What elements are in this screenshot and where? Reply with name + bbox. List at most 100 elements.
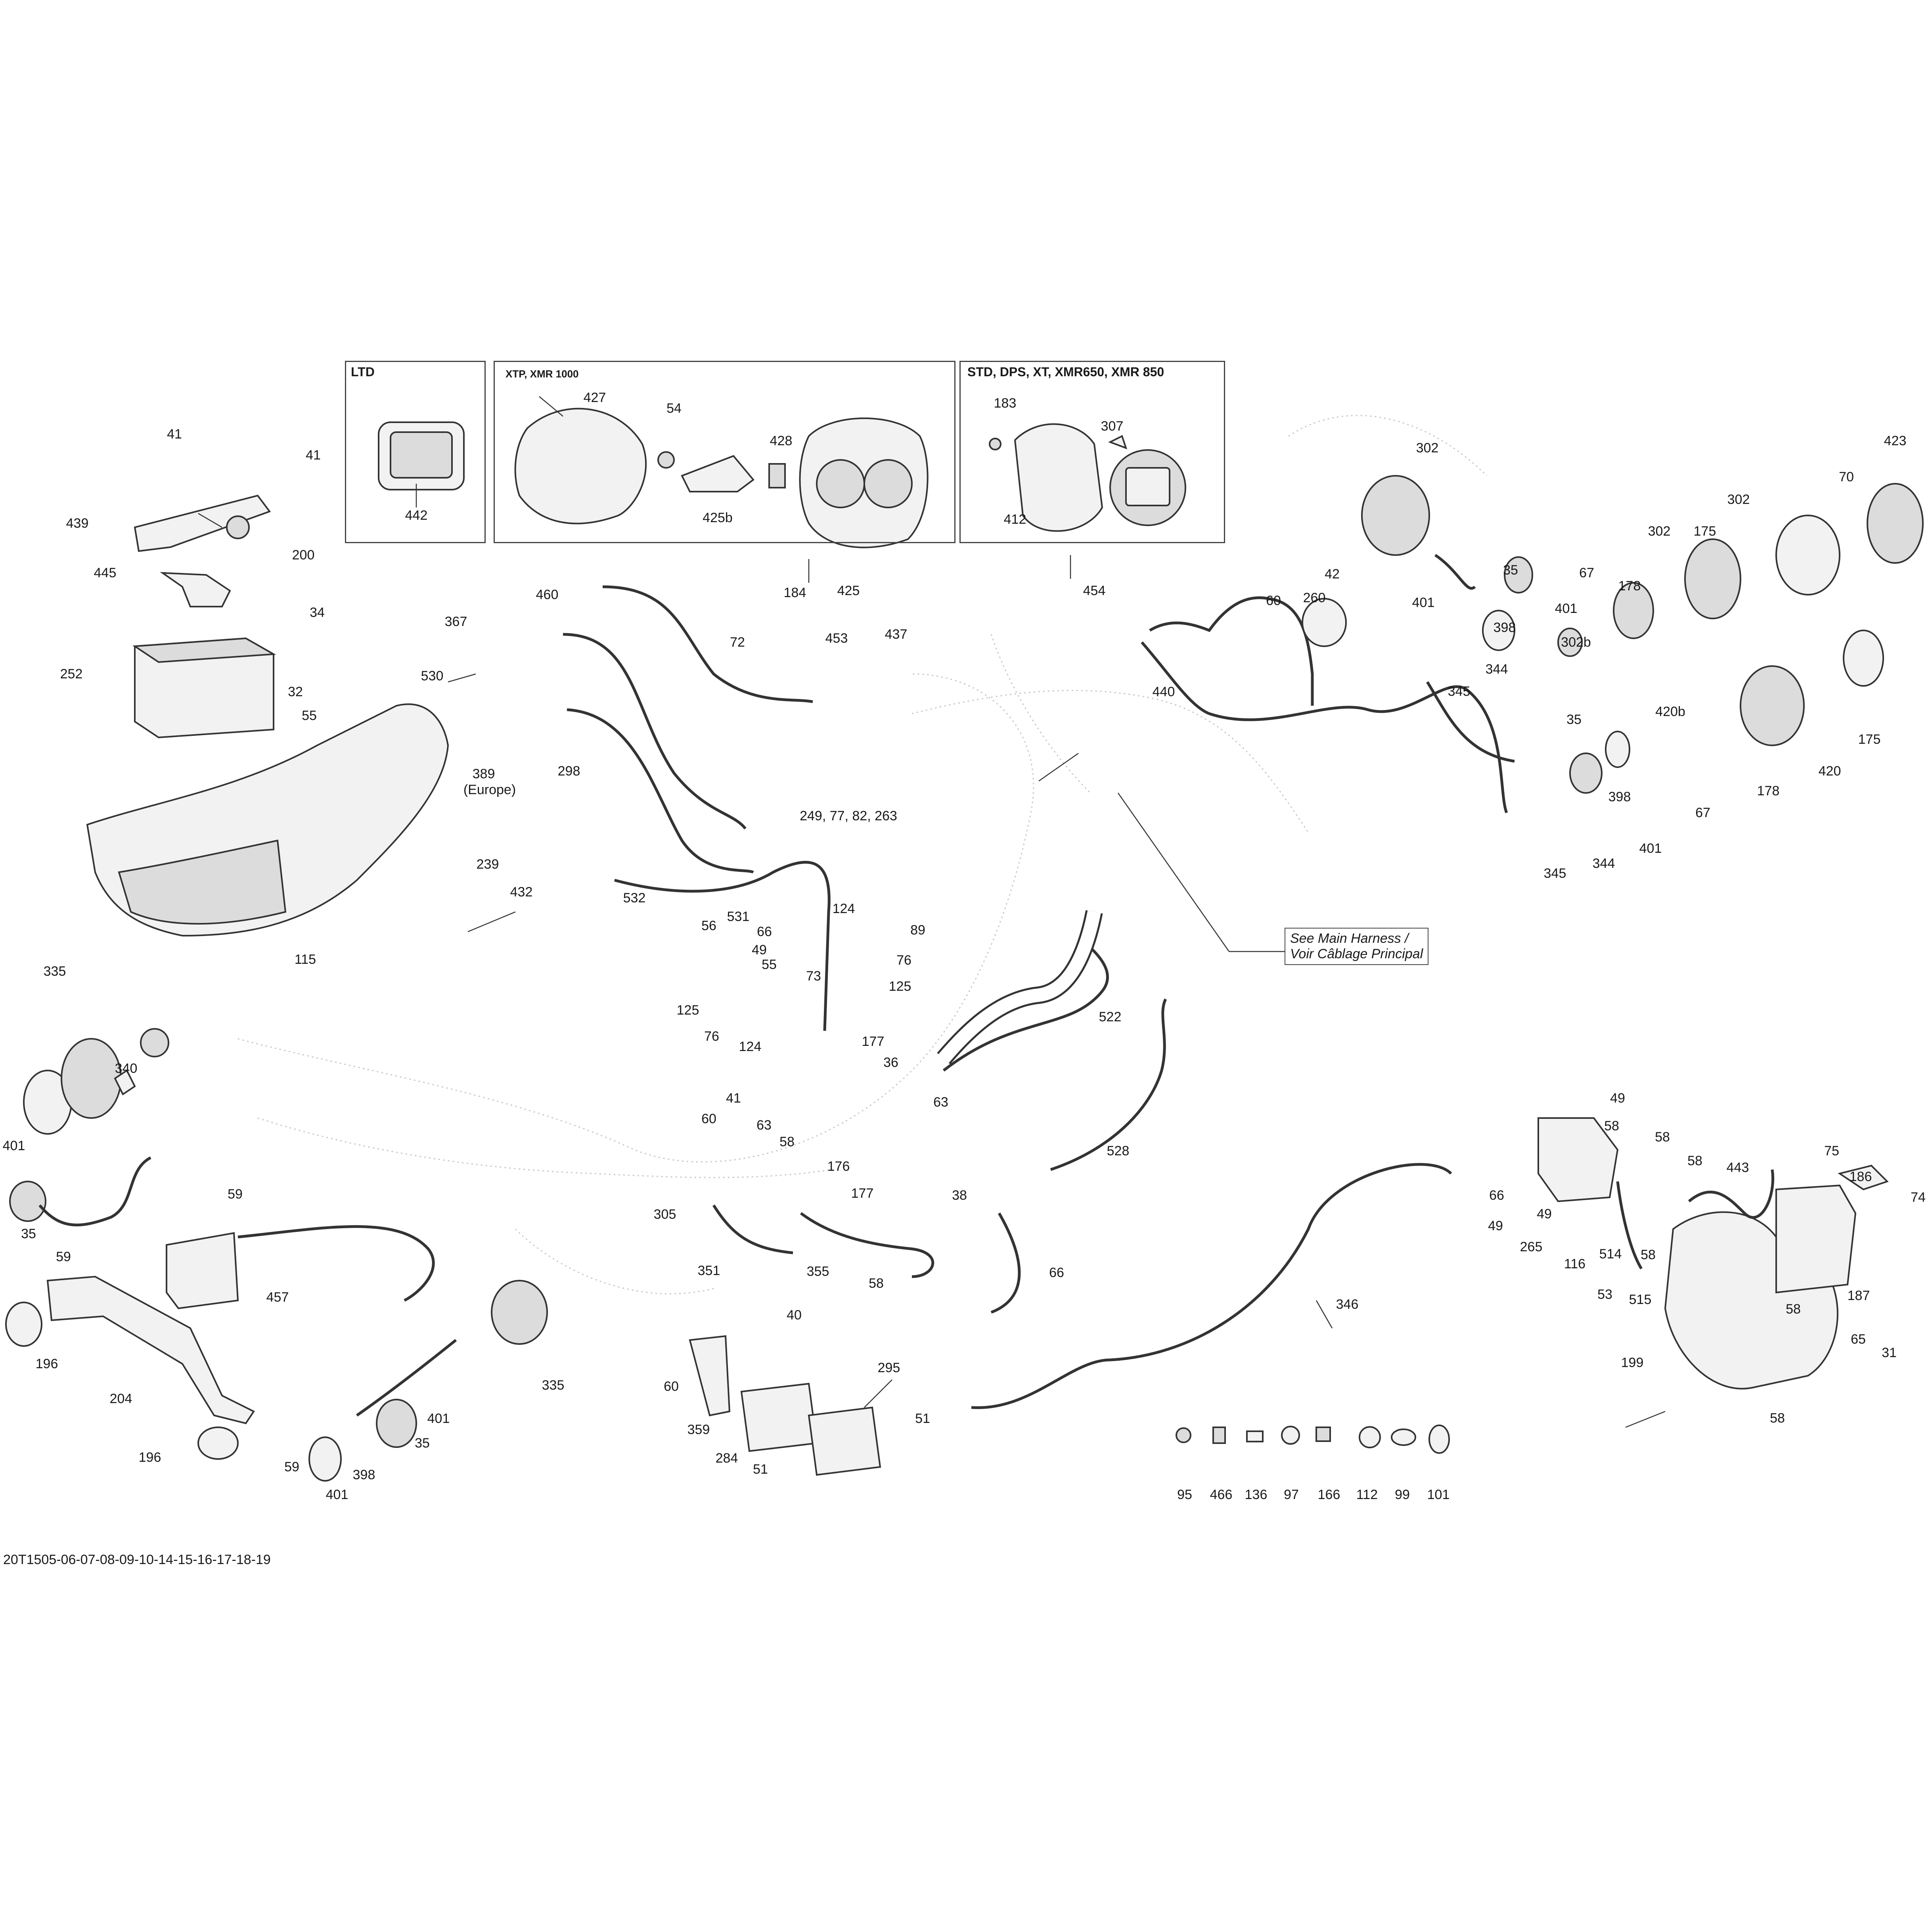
ltd-gauge-part — [378, 421, 465, 490]
callout-label: 49 — [1488, 1218, 1503, 1233]
std-inset-box — [959, 361, 1225, 543]
callout-label: 284 — [715, 1451, 738, 1466]
callout-label: 398 — [352, 1467, 375, 1482]
callout-label: 177 — [862, 1034, 885, 1049]
callout-label: 53 — [1597, 1287, 1612, 1302]
diagram-code: 20T1505-06-07-08-09-10-14-15-16-17-18-19 — [3, 1552, 271, 1567]
callout-label: 265 — [1520, 1239, 1543, 1254]
callout-label: 401 — [2, 1138, 25, 1153]
callout-label: 38 — [952, 1188, 967, 1203]
upper-right-harness — [1141, 475, 1924, 814]
callout-label: 425b — [703, 510, 733, 525]
callout-label: 252 — [60, 666, 83, 682]
callout-label: 67 — [1695, 805, 1710, 820]
callout-label: 63 — [933, 1095, 948, 1110]
callout-label: 453 — [825, 631, 848, 646]
callout-label: 35 — [1566, 712, 1582, 727]
callout-label: 63 — [756, 1118, 772, 1133]
callout-label: 65 — [1851, 1332, 1866, 1347]
callout-label: 66 — [757, 924, 772, 939]
voltage-regulators — [689, 1335, 881, 1476]
callout-label: 302 — [1648, 524, 1671, 539]
callout-label: 367 — [444, 614, 467, 629]
callout-label: 177 — [851, 1186, 874, 1201]
battery-tray — [86, 703, 449, 937]
callout-label: 55 — [762, 957, 777, 972]
callout-label: 40 — [787, 1308, 802, 1323]
callout-label: 196 — [138, 1450, 161, 1465]
callout-label: 51 — [915, 1411, 930, 1426]
callout-label: 440 — [1152, 684, 1175, 699]
intake-tube — [937, 910, 1103, 1065]
callout-label: 58 — [779, 1134, 795, 1149]
callout-label: 204 — [109, 1391, 132, 1406]
callout-label: 401 — [1412, 595, 1435, 610]
callout-label: 445 — [94, 565, 117, 580]
callout-label: 398 — [1493, 620, 1516, 635]
callout-label: 136 — [1245, 1487, 1268, 1502]
callout-label: 76 — [896, 953, 911, 968]
callout-label: 412 — [1003, 512, 1026, 527]
callout-label: 115 — [294, 952, 316, 967]
callout-label: 75 — [1824, 1143, 1839, 1158]
callout-label: 295 — [877, 1360, 900, 1375]
callout-label: 34 — [310, 605, 325, 620]
callout-label: 401 — [427, 1411, 450, 1426]
ltd-inset-title: LTD — [351, 365, 375, 379]
callout-label: 427 — [583, 390, 606, 405]
callout-label: 70 — [1839, 469, 1854, 484]
callout-label: 35 — [21, 1226, 36, 1241]
callout-label: 186 — [1849, 1169, 1872, 1184]
callout-label: 41 — [306, 448, 321, 463]
callout-label: 425 — [837, 583, 860, 598]
callout-label: 183 — [994, 396, 1017, 411]
callout-label: 401 — [1639, 841, 1662, 856]
callout-label: 530 — [421, 668, 444, 684]
callout-label: 124 — [832, 901, 855, 916]
callout-label: 466 — [1210, 1487, 1233, 1502]
callout-label: 302 — [1416, 440, 1439, 456]
callout-label: 58 — [1604, 1118, 1619, 1134]
callout-label: 335 — [43, 964, 66, 979]
callout-label: 196 — [35, 1356, 58, 1371]
callout-label: 437 — [885, 627, 908, 642]
callout-label: 531 — [727, 909, 750, 924]
callout-label: 73 — [806, 969, 821, 984]
callout-label: 345 — [1543, 866, 1566, 881]
callout-label: 175 — [1693, 524, 1716, 539]
callout-label: 60 — [664, 1379, 679, 1394]
callout-label: 66 — [1049, 1265, 1064, 1280]
callout-label: 298 — [557, 764, 580, 779]
callout-label: 454 — [1083, 583, 1106, 598]
callout-label: 401 — [1555, 601, 1578, 616]
rear-light-parts — [5, 1156, 548, 1482]
xtp-gauge-parts — [514, 408, 929, 548]
callout-label: 124 — [739, 1039, 762, 1054]
callout-label: 101 — [1427, 1487, 1450, 1502]
callout-label: 36 — [883, 1055, 898, 1070]
callout-label: 166 — [1317, 1487, 1340, 1502]
callout-label: 31 — [1882, 1345, 1897, 1360]
callout-label: 72 — [730, 635, 745, 650]
callout-label: 389 — [472, 766, 495, 781]
starter-motor-parts — [1538, 1117, 1889, 1390]
leader-lines — [198, 396, 1666, 1428]
callout-label: 200 — [292, 548, 315, 563]
callout-label: 66 — [1489, 1188, 1504, 1203]
callout-label: 302b — [1561, 635, 1591, 650]
callout-label: 56 — [701, 918, 716, 933]
callout-label: 423 — [1884, 433, 1907, 448]
callout-label: 260 — [1303, 590, 1326, 605]
callout-label: 89 — [910, 923, 925, 938]
callout-label: 112 — [1356, 1487, 1378, 1502]
callout-label: 76 — [704, 1029, 719, 1044]
callout-label: 302 — [1727, 492, 1750, 507]
main-harness-note-line2: Voir Câblage Principal — [1290, 946, 1423, 962]
callout-label: 532 — [623, 890, 646, 906]
callout-label: 116 — [1564, 1256, 1586, 1271]
callout-label: 340 — [115, 1061, 138, 1076]
callout-label: 58 — [1786, 1302, 1801, 1317]
main-wiring — [563, 585, 1452, 1409]
